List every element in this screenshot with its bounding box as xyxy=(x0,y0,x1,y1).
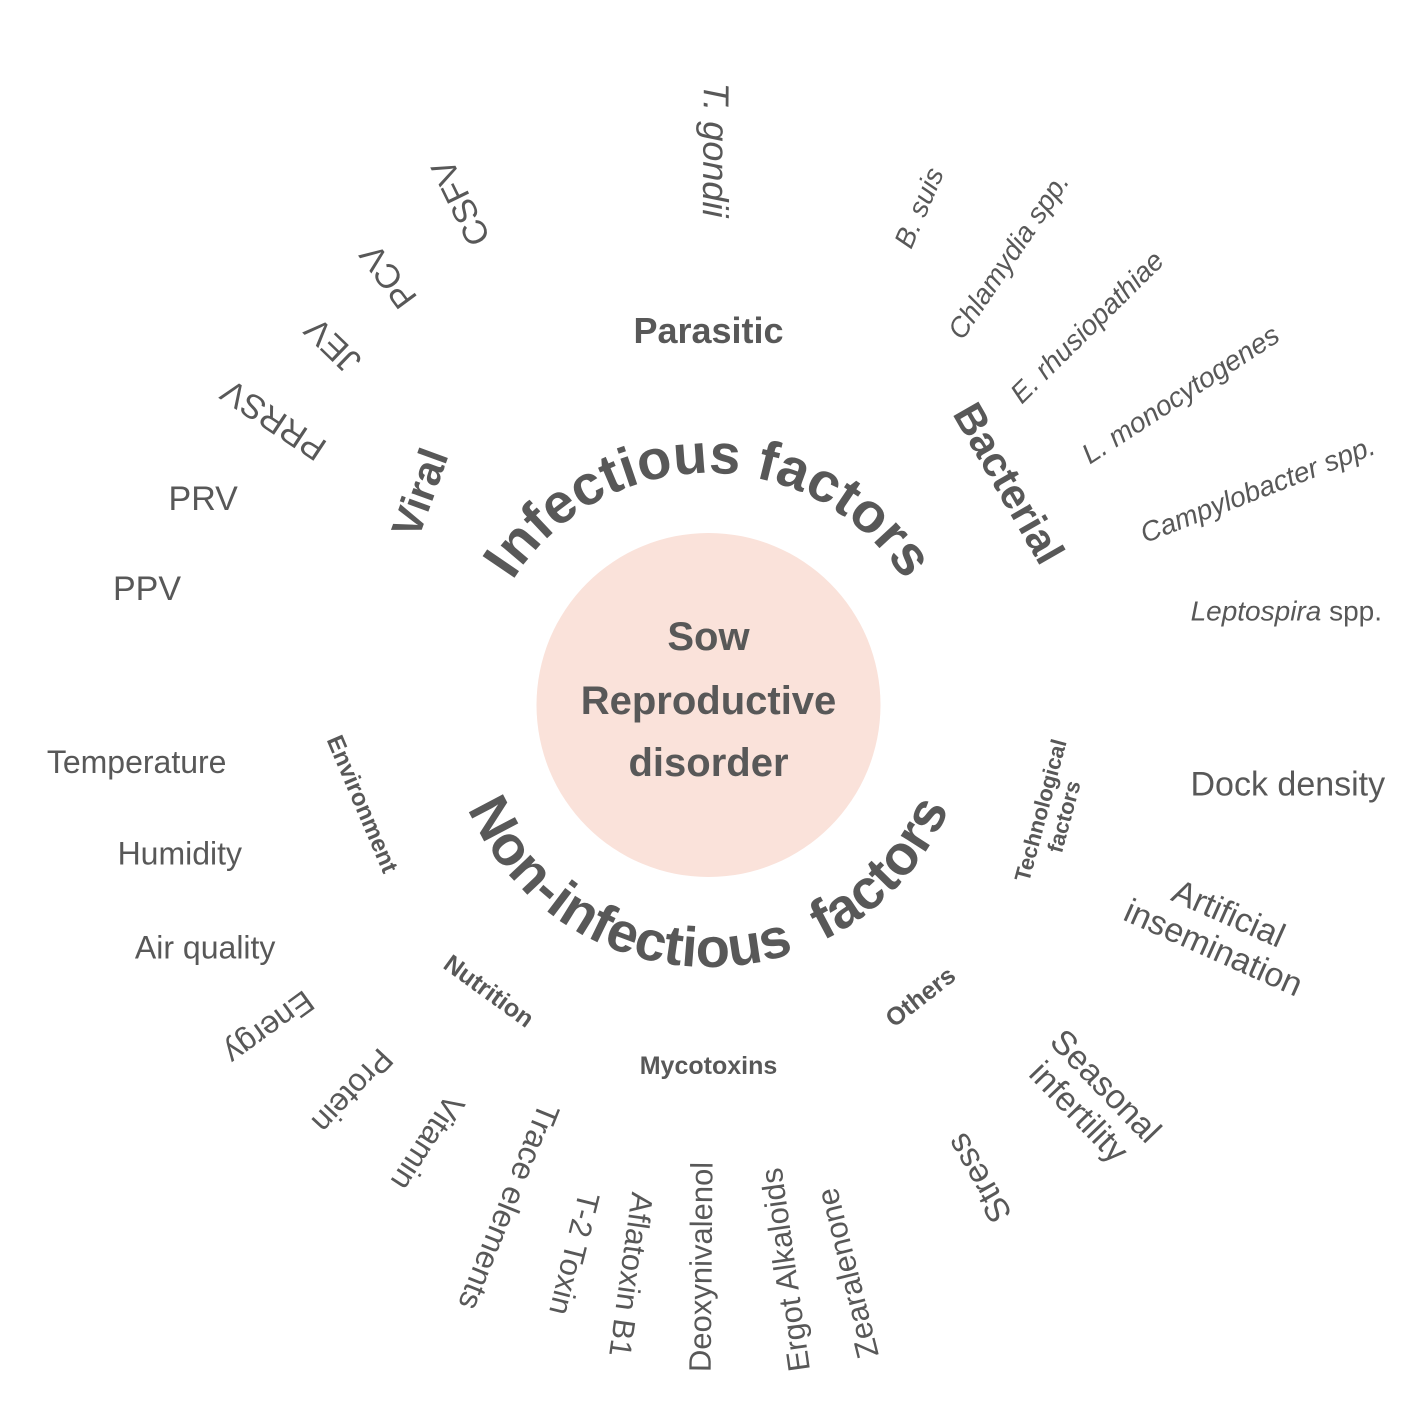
parasitic-category-label: Parasitic xyxy=(633,310,783,351)
mycotoxins-item-2: Ergot Alkaloids xyxy=(754,1166,817,1374)
center-disc xyxy=(536,533,881,877)
bacterial-item-6: Leptospira spp. xyxy=(1191,596,1382,627)
viral-item-4: JEV xyxy=(297,310,368,381)
bacterial-item-5: Campylobacter spp. xyxy=(1136,430,1379,549)
environment-item-2: Humidity xyxy=(118,836,242,872)
viral-item-1: PPV xyxy=(113,570,181,608)
nutrition-item-4: Energy xyxy=(217,983,320,1072)
bacterial-item-2: Chlamydia spp. xyxy=(942,167,1076,344)
mycotoxins-category-label: Mycotoxins xyxy=(640,1052,778,1080)
parasitic-item-1: T. gondii xyxy=(695,82,737,218)
mycotoxins-item-4: Aflatoxin B1 xyxy=(602,1190,660,1359)
bacterial-item-3: E. rhusiopathiae xyxy=(1004,245,1170,409)
nutrition-item-2: Vitamin xyxy=(383,1088,471,1197)
others-item-1: Seasonalinfertility xyxy=(1016,1022,1169,1176)
viral-item-2: PRV xyxy=(169,480,239,518)
bacterial-category-label: Bacterial xyxy=(944,395,1073,572)
viral-item-3: PRRSV xyxy=(214,371,333,468)
viral-category-label: Viral xyxy=(382,442,457,543)
center-title-line-2: Reproductive xyxy=(581,679,837,723)
viral-item-6: CSFV xyxy=(424,153,498,251)
others-item-2: Stress xyxy=(939,1127,1020,1229)
bacterial-item-1: B. suis xyxy=(888,163,950,252)
center-hub: Sow Reproductive disorder xyxy=(536,533,881,877)
mycotoxins-item-1: Zearalenone xyxy=(810,1184,886,1361)
mycotoxins-item-5: T-2 Toxin xyxy=(542,1189,606,1319)
center-title-line-3: disorder xyxy=(628,741,788,785)
nutrition-item-3: Protein xyxy=(305,1041,400,1140)
center-title-line-1: Sow xyxy=(667,615,750,659)
technological-item-2: Artificialinsemination xyxy=(1118,858,1323,1005)
nutrition-category-label: Nutrition xyxy=(439,949,540,1033)
technological-category-label: Technologicalfactors xyxy=(1009,736,1094,890)
viral-item-5: PCV xyxy=(352,236,424,315)
environment-category-label: Environment xyxy=(321,732,403,878)
environment-item-1: Air quality xyxy=(135,930,276,966)
mycotoxins-item-3: Deoxynivalenol xyxy=(683,1162,720,1373)
technological-item-1: Dock density xyxy=(1190,765,1385,803)
parasitic-category-segment xyxy=(582,276,835,428)
others-category-label: Others xyxy=(880,961,961,1033)
bacterial-item-4: L. monocytogenes xyxy=(1076,319,1285,470)
environment-item-3: Temperature xyxy=(47,745,227,781)
